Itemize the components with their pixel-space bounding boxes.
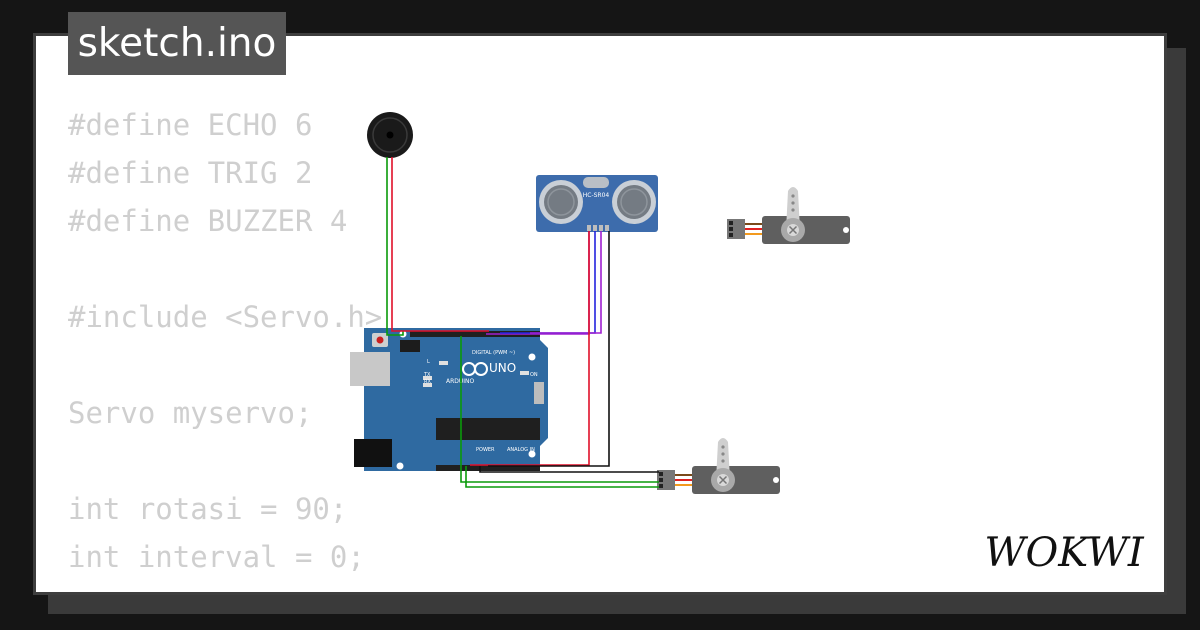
code-line: #define BUZZER 4: [68, 204, 348, 238]
servo-motor[interactable]: [727, 187, 850, 244]
piezo-buzzer[interactable]: [367, 112, 413, 158]
sensor-trig-wire: [530, 231, 602, 334]
code-line: #define TRIG 2: [68, 156, 313, 190]
code-block: #define ECHO 6 #define TRIG 2 #define BU…: [68, 101, 382, 581]
ultrasonic-sensor[interactable]: HC-SR04: [536, 175, 658, 232]
digital-pins-label: DIGITAL (PWM ~): [472, 350, 515, 356]
arduino-uno-board[interactable]: UNO ARDUINO DIGITAL (PWM ~) POWER ANALOG…: [350, 328, 548, 471]
preview-card: [33, 33, 1167, 595]
wires: [386, 157, 659, 488]
sensor-blue-wire: [500, 231, 596, 334]
servo-green-wire: [460, 336, 659, 483]
code-line: int rotasi = 90;: [68, 492, 348, 526]
code-line: #include <Servo.h>: [68, 300, 383, 334]
sensor-label: HC-SR04: [583, 192, 610, 199]
code-line: Servo myservo;: [68, 396, 313, 430]
servo-black-wire: [479, 466, 659, 473]
buzzer-red-wire: [391, 157, 489, 332]
code-line: int interval = 0;: [68, 540, 365, 574]
sensor-black-wire: [488, 231, 610, 467]
code-line: #define ECHO 6: [68, 108, 313, 142]
brand-name: WOKWI: [984, 530, 1144, 576]
rx-led-label: RX: [424, 379, 431, 385]
sensor-purple-wire: [486, 231, 590, 335]
analog-pins-label: ANALOG IN: [507, 447, 535, 453]
l-led-label: L: [427, 359, 430, 365]
wokwi-logo: WOKWI: [984, 530, 1144, 576]
buzzer-green-wire: [386, 157, 404, 336]
servo-motor[interactable]: [657, 438, 780, 494]
sketch-title[interactable]: sketch.ino: [68, 12, 286, 75]
power-pins-label: POWER: [476, 447, 495, 453]
board-model-label: UNO: [489, 361, 516, 375]
servo-green-wire-2: [465, 466, 659, 488]
on-led-label: ON: [530, 372, 538, 378]
sensor-red-wire: [470, 231, 590, 466]
tx-led-label: TX: [423, 372, 431, 378]
